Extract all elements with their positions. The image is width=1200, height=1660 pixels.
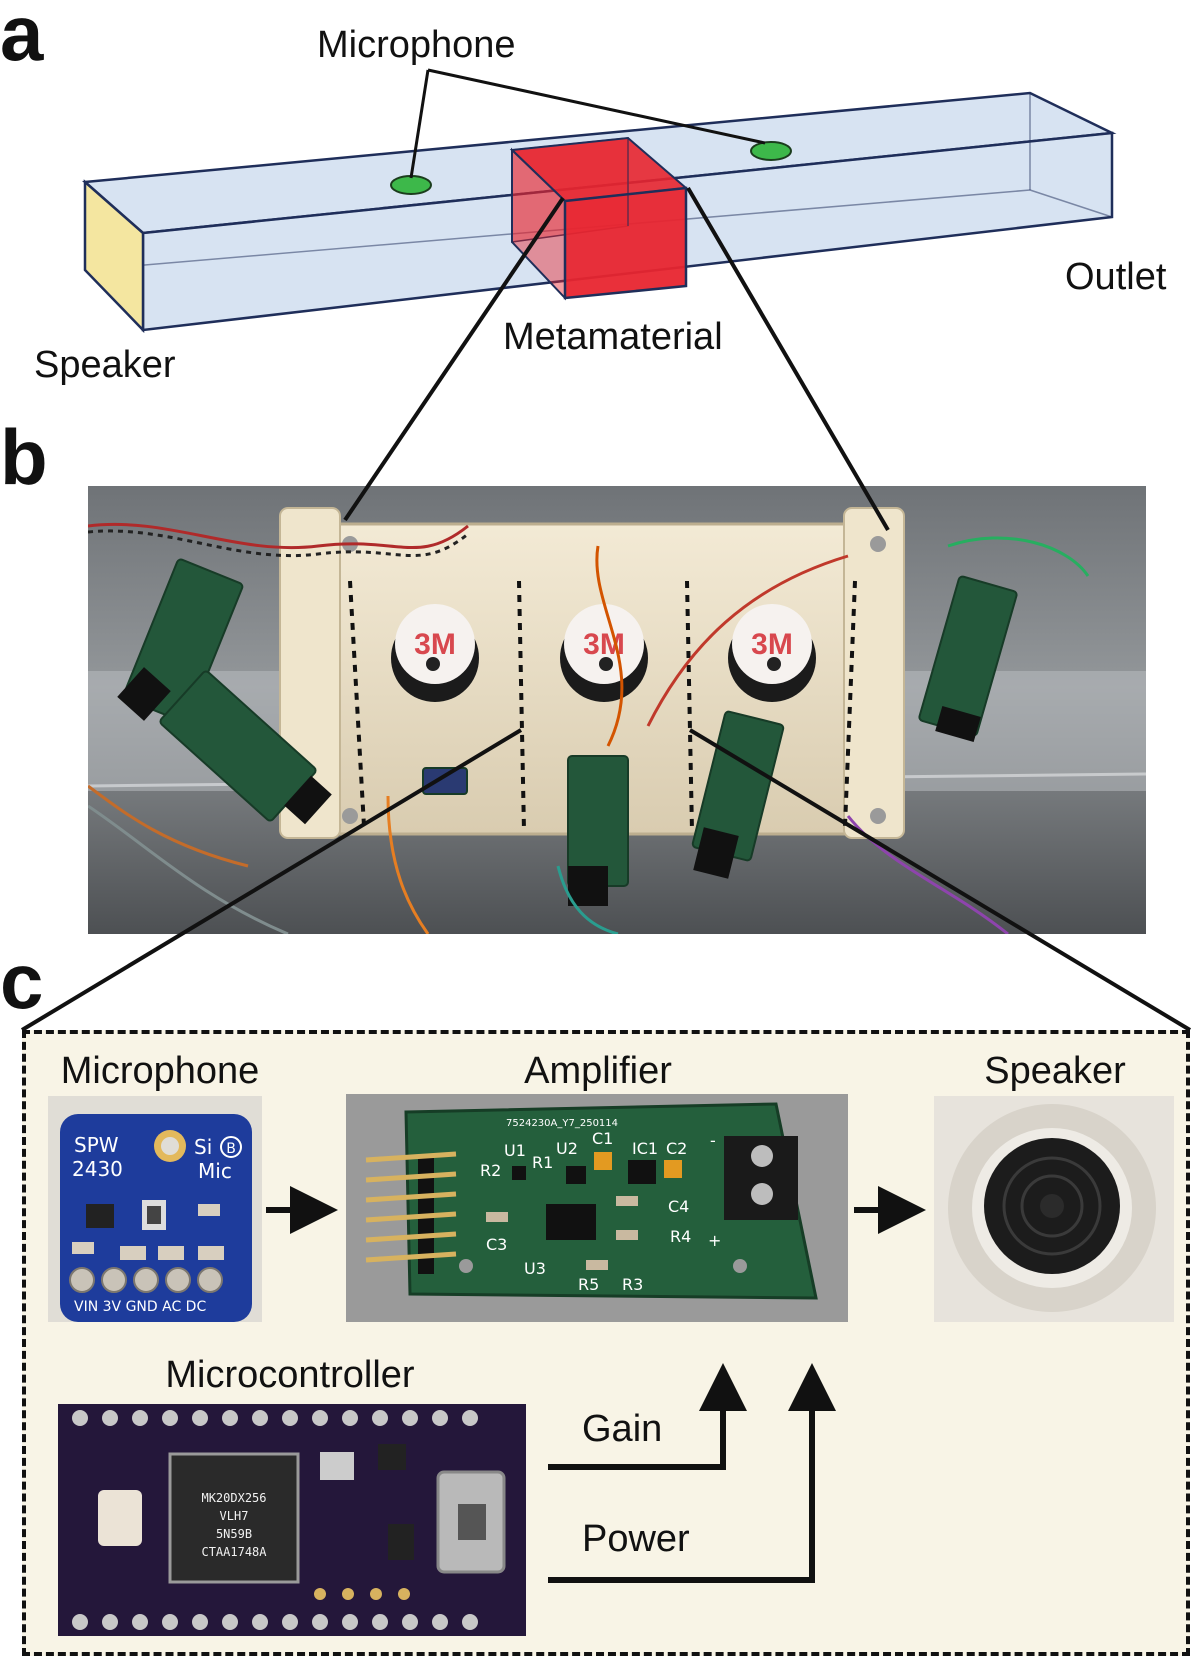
svg-text:-: - [710, 1131, 716, 1150]
svg-text:U2: U2 [556, 1139, 578, 1158]
svg-text:U1: U1 [504, 1141, 526, 1160]
svg-text:U3: U3 [524, 1259, 546, 1278]
svg-text:CTAA1748A: CTAA1748A [201, 1545, 267, 1559]
speaker-photo [934, 1096, 1174, 1322]
svg-text:R3: R3 [622, 1275, 643, 1294]
svg-text:C1: C1 [592, 1129, 613, 1148]
metamaterial-front [563, 186, 688, 300]
duct-back-edge [84, 189, 1031, 271]
svg-text:Si: Si [194, 1135, 212, 1159]
microphone-board-photo: SPW 2430 Si B Mic VIN 3V GND AC DC [48, 1096, 262, 1322]
svg-text:SPW: SPW [74, 1133, 119, 1157]
svg-text:+: + [708, 1231, 721, 1250]
outlet-label: Outlet [1065, 256, 1167, 298]
svg-text:R5: R5 [578, 1275, 599, 1294]
svg-text:IC1: IC1 [632, 1139, 658, 1158]
panel-a-letter: a [0, 0, 44, 77]
cell-speaker-1: 3M [391, 604, 479, 702]
arrow-power [548, 1363, 836, 1583]
svg-text:Mic: Mic [198, 1159, 232, 1183]
svg-text:2430: 2430 [72, 1157, 123, 1181]
svg-text:B: B [226, 1141, 236, 1157]
speaker-title: Speaker [984, 1050, 1126, 1092]
arrow-gain [548, 1363, 747, 1470]
mic-leader-1 [409, 69, 430, 179]
duct-back-diag [1029, 189, 1113, 218]
panel-b-letter: b [0, 413, 48, 501]
zoom-lines-a-b [343, 186, 890, 532]
panel-c-letter: c [0, 937, 44, 1025]
microcontroller-title: Microcontroller [165, 1354, 415, 1396]
amplifier-board-photo: 7524230A_Y7_250114 U1 U2 C1 IC1 C2 R2 [346, 1094, 848, 1322]
microphone-2 [750, 141, 792, 161]
cell-speaker-3: 3M [728, 604, 816, 702]
metamaterial-label: Metamaterial [503, 316, 723, 358]
speaker-label: Speaker [34, 344, 176, 386]
svg-text:3M: 3M [414, 628, 456, 661]
mic-leader-2 [427, 68, 766, 145]
microphone-title: Microphone [60, 1050, 260, 1092]
cell-speaker-2: 3M [560, 604, 648, 702]
svg-text:VIN 3V GND AC DC: VIN 3V GND AC DC [74, 1299, 206, 1315]
amplifier-title: Amplifier [524, 1050, 672, 1092]
svg-text:C3: C3 [486, 1235, 507, 1254]
metamaterial-photo: 3M 3M 3M [88, 486, 1146, 934]
svg-text:C4: C4 [668, 1197, 689, 1216]
speaker-face [83, 179, 145, 334]
svg-text:C2: C2 [666, 1139, 687, 1158]
duct-diagram [82, 68, 1117, 334]
zoom-lines-b-c [20, 728, 1192, 1032]
svg-text:R4: R4 [670, 1227, 691, 1246]
svg-text:R1: R1 [532, 1153, 553, 1172]
gain-label: Gain [582, 1408, 663, 1450]
microphone-label: Microphone [317, 24, 516, 66]
svg-text:7524230A_Y7_250114: 7524230A_Y7_250114 [506, 1118, 618, 1129]
svg-text:MK20DX256: MK20DX256 [201, 1491, 266, 1505]
microcontroller-photo: MK20DX256 VLH7 5N59B CTAA1748A [58, 1404, 526, 1636]
svg-text:3M: 3M [751, 628, 793, 661]
svg-text:R2: R2 [480, 1161, 501, 1180]
svg-text:5N59B: 5N59B [216, 1527, 252, 1541]
power-label: Power [582, 1518, 690, 1560]
svg-text:VLH7: VLH7 [220, 1509, 249, 1523]
